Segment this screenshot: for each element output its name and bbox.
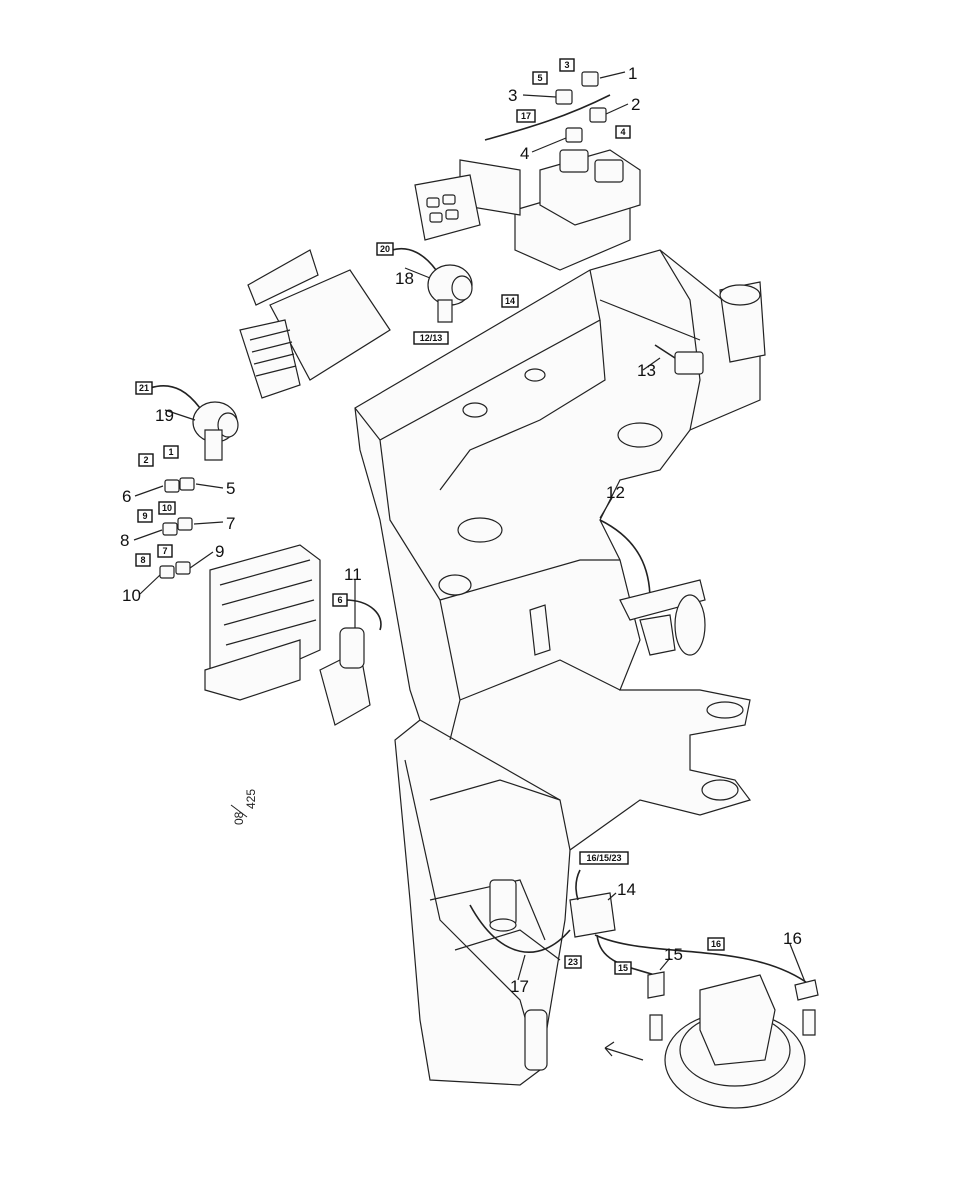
- callout-19: 19: [155, 406, 174, 425]
- callout-2: 2: [631, 95, 640, 114]
- svg-text:2: 2: [143, 455, 148, 465]
- boxed-label: 4: [615, 125, 631, 139]
- main-frame: [354, 249, 766, 1086]
- svg-text:6: 6: [337, 595, 342, 605]
- callout-7: 7: [226, 514, 235, 533]
- solenoid-19: [149, 385, 239, 461]
- svg-text:16/15/23: 16/15/23: [586, 853, 621, 863]
- callout-5: 5: [226, 479, 235, 498]
- boxed-label: 8: [135, 553, 151, 567]
- boxed-label: 9: [137, 509, 153, 523]
- callout-12: 12: [606, 483, 625, 502]
- callout-13: 13: [637, 361, 656, 380]
- motor-17: [489, 879, 517, 932]
- callout-9: 9: [215, 542, 224, 561]
- svg-text:5: 5: [537, 73, 542, 83]
- boxed-label: 6: [332, 593, 348, 607]
- reference-code: 08 425: [230, 789, 258, 825]
- boxed-label: 3: [559, 58, 575, 72]
- boxed-label: 23: [564, 955, 582, 969]
- svg-text:21: 21: [139, 383, 149, 393]
- solenoid-18: [391, 248, 473, 323]
- svg-text:1: 1: [168, 447, 173, 457]
- leader-lines: [133, 71, 806, 983]
- svg-text:12/13: 12/13: [420, 333, 443, 343]
- boxed-label: 14: [501, 294, 519, 308]
- component-13: [654, 344, 704, 375]
- boxed-label: 21: [135, 381, 153, 395]
- boxed-label: 16/15/23: [579, 851, 629, 865]
- boxed-label: 10: [158, 501, 176, 515]
- boxed-label: 20: [376, 242, 394, 256]
- boxed-label: 7: [157, 544, 173, 558]
- callout-3: 3: [508, 86, 517, 105]
- svg-text:17: 17: [521, 111, 531, 121]
- svg-text:14: 14: [505, 296, 515, 306]
- svg-text:9: 9: [142, 511, 147, 521]
- connector-housing: [239, 249, 391, 399]
- left-valve-bank: [159, 477, 321, 701]
- svg-text:7: 7: [162, 546, 167, 556]
- callout-10: 10: [122, 586, 141, 605]
- boxed-label: 2: [138, 453, 154, 467]
- callout-6: 6: [122, 487, 131, 506]
- callout-17: 17: [510, 977, 529, 996]
- boxed-label: 16: [707, 937, 725, 951]
- svg-text:10: 10: [162, 503, 172, 513]
- callout-15: 15: [664, 945, 683, 964]
- svg-text:20: 20: [380, 244, 390, 254]
- svg-text:16: 16: [711, 939, 721, 949]
- callout-1: 1: [628, 64, 637, 83]
- callout-11: 11: [344, 565, 362, 584]
- svg-text:23: 23: [568, 957, 578, 967]
- reference-code-bottom: 425: [244, 789, 258, 809]
- top-valve-block: [414, 71, 641, 271]
- reference-code-top: 08: [232, 811, 246, 825]
- callout-18: 18: [395, 269, 414, 288]
- boxed-labels: 3 5 17 4 20 14 12/13 21 2 1 9 10 8 7 6 1…: [135, 58, 725, 975]
- boxed-label: 15: [614, 961, 632, 975]
- callout-4: 4: [520, 144, 529, 163]
- svg-text:3: 3: [564, 60, 569, 70]
- callout-8: 8: [120, 531, 129, 550]
- rotary-assembly-12: [599, 519, 706, 656]
- callout-14: 14: [617, 880, 636, 899]
- svg-text:4: 4: [620, 127, 625, 137]
- callout-16: 16: [783, 929, 802, 948]
- callout-numbers: 1 2 3 4 5 6 7 8 9 10 11 12 13 14 15 16 1…: [120, 64, 802, 996]
- boxed-label: 17: [516, 109, 536, 123]
- svg-text:15: 15: [618, 963, 628, 973]
- boxed-label: 1: [163, 445, 179, 459]
- sensor-11: [319, 599, 382, 726]
- boxed-label: 12/13: [413, 331, 449, 345]
- junction-box-14: [469, 869, 811, 986]
- slew-ring: [604, 971, 819, 1109]
- boxed-label: 5: [532, 71, 548, 85]
- svg-text:8: 8: [140, 555, 145, 565]
